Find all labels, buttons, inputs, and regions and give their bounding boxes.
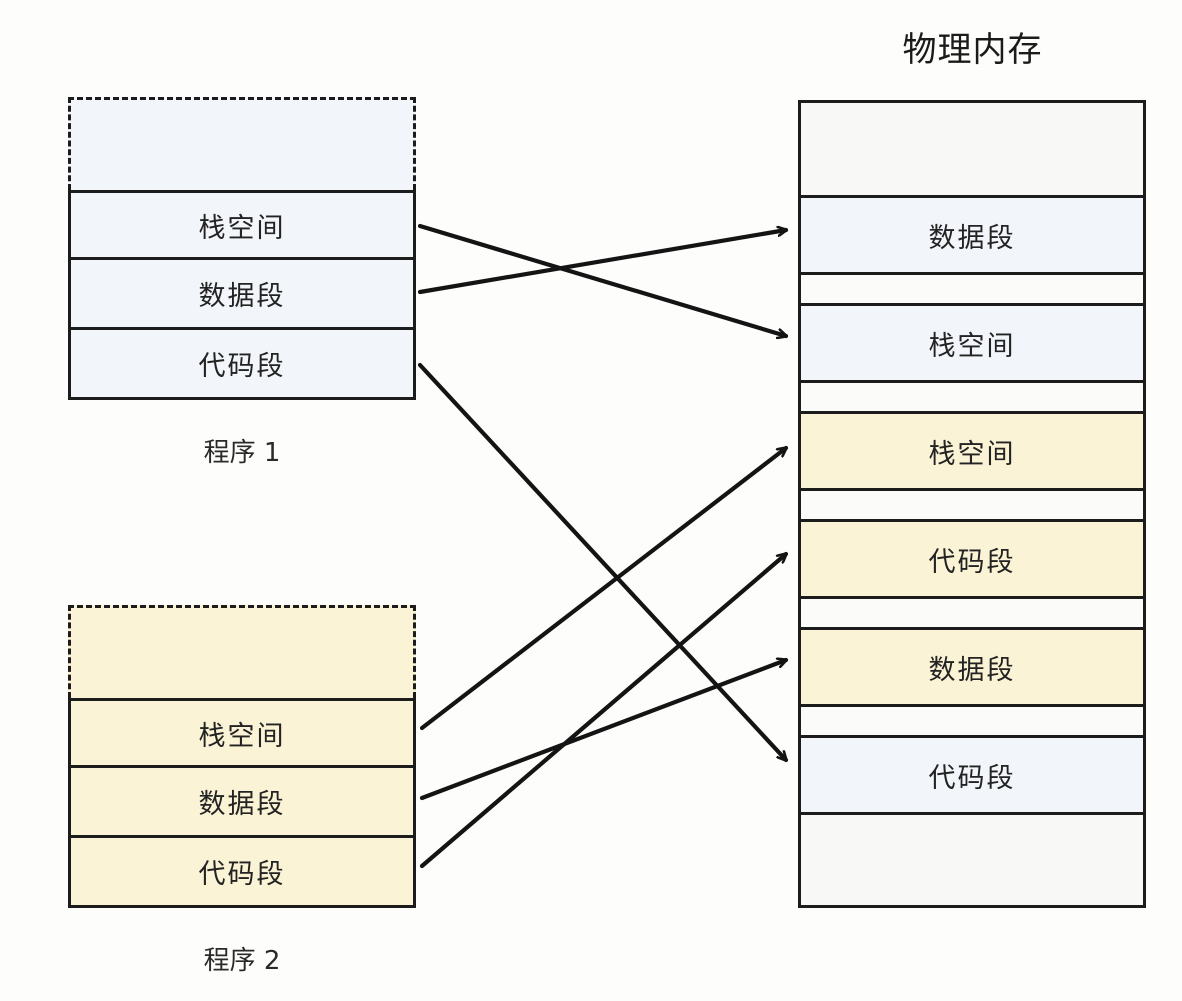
program-2-segment-data[interactable]: 数据段 — [68, 768, 416, 838]
physical-memory-segment-data-program-1[interactable]: 数据段 — [801, 195, 1143, 275]
program-1-caption: 程序 1 — [203, 438, 281, 468]
physical-memory-segment-label: 代码段 — [928, 762, 1016, 794]
program-1-segment-code[interactable]: 代码段 — [68, 330, 416, 400]
program-2-segment-code-label: 代码段 — [198, 859, 286, 890]
arrow-program-1-stack-to-memory — [417, 223, 786, 336]
physical-memory-free-block-top — [801, 103, 1143, 195]
program-1-segment-stack-label: 栈空间 — [198, 212, 286, 244]
program-1-segment-code-label: 代码段 — [198, 351, 286, 382]
physical-memory-segment-code-program-1[interactable]: 代码段 — [801, 735, 1143, 815]
arrow-program-2-stack-to-memory — [419, 445, 789, 731]
program-2-block: 栈空间 数据段 代码段 — [68, 605, 416, 908]
physical-memory-segment-data-program-2[interactable]: 数据段 — [801, 627, 1143, 707]
program-1-segment-stack[interactable]: 栈空间 — [68, 190, 416, 260]
arrow-program-1-data-to-memory — [417, 230, 786, 295]
physical-memory-segment-label: 代码段 — [928, 546, 1016, 578]
program-1-segment-data[interactable]: 数据段 — [68, 260, 416, 330]
physical-memory-segment-stack-program-1[interactable]: 栈空间 — [801, 303, 1143, 383]
program-2-reserved-area — [68, 605, 416, 698]
physical-memory-segment-label: 栈空间 — [928, 438, 1016, 470]
physical-memory-title: 物理内存 — [902, 30, 1043, 70]
physical-memory-free-gap — [801, 599, 1143, 627]
program-2-segment-stack-label: 栈空间 — [198, 720, 286, 752]
physical-memory-segment-label: 数据段 — [928, 654, 1016, 686]
program-2-segment-data-label: 数据段 — [198, 789, 286, 820]
physical-memory-free-block-bottom — [801, 815, 1143, 905]
physical-memory-column: 数据段 栈空间 栈空间 代码段 数据段 代码段 — [798, 100, 1146, 908]
arrow-program-1-code-to-memory — [417, 362, 789, 763]
program-1-block: 栈空间 数据段 代码段 — [68, 97, 416, 400]
arrow-program-2-code-to-memory — [419, 551, 789, 869]
physical-memory-segment-label: 数据段 — [928, 222, 1016, 254]
program-1-segment-data-label: 数据段 — [198, 281, 286, 312]
physical-memory-free-gap — [801, 707, 1143, 735]
physical-memory-free-gap — [801, 275, 1143, 303]
arrow-program-2-data-to-memory — [419, 660, 786, 801]
program-2-caption: 程序 2 — [203, 946, 281, 976]
program-2-segment-stack[interactable]: 栈空间 — [68, 698, 416, 768]
physical-memory-segment-code-program-2[interactable]: 代码段 — [801, 519, 1143, 599]
program-1-reserved-area — [68, 97, 416, 190]
physical-memory-segment-label: 栈空间 — [928, 330, 1016, 362]
physical-memory-segment-stack-program-2[interactable]: 栈空间 — [801, 411, 1143, 491]
program-2-segment-code[interactable]: 代码段 — [68, 838, 416, 908]
physical-memory-free-gap — [801, 491, 1143, 519]
physical-memory-free-gap — [801, 383, 1143, 411]
